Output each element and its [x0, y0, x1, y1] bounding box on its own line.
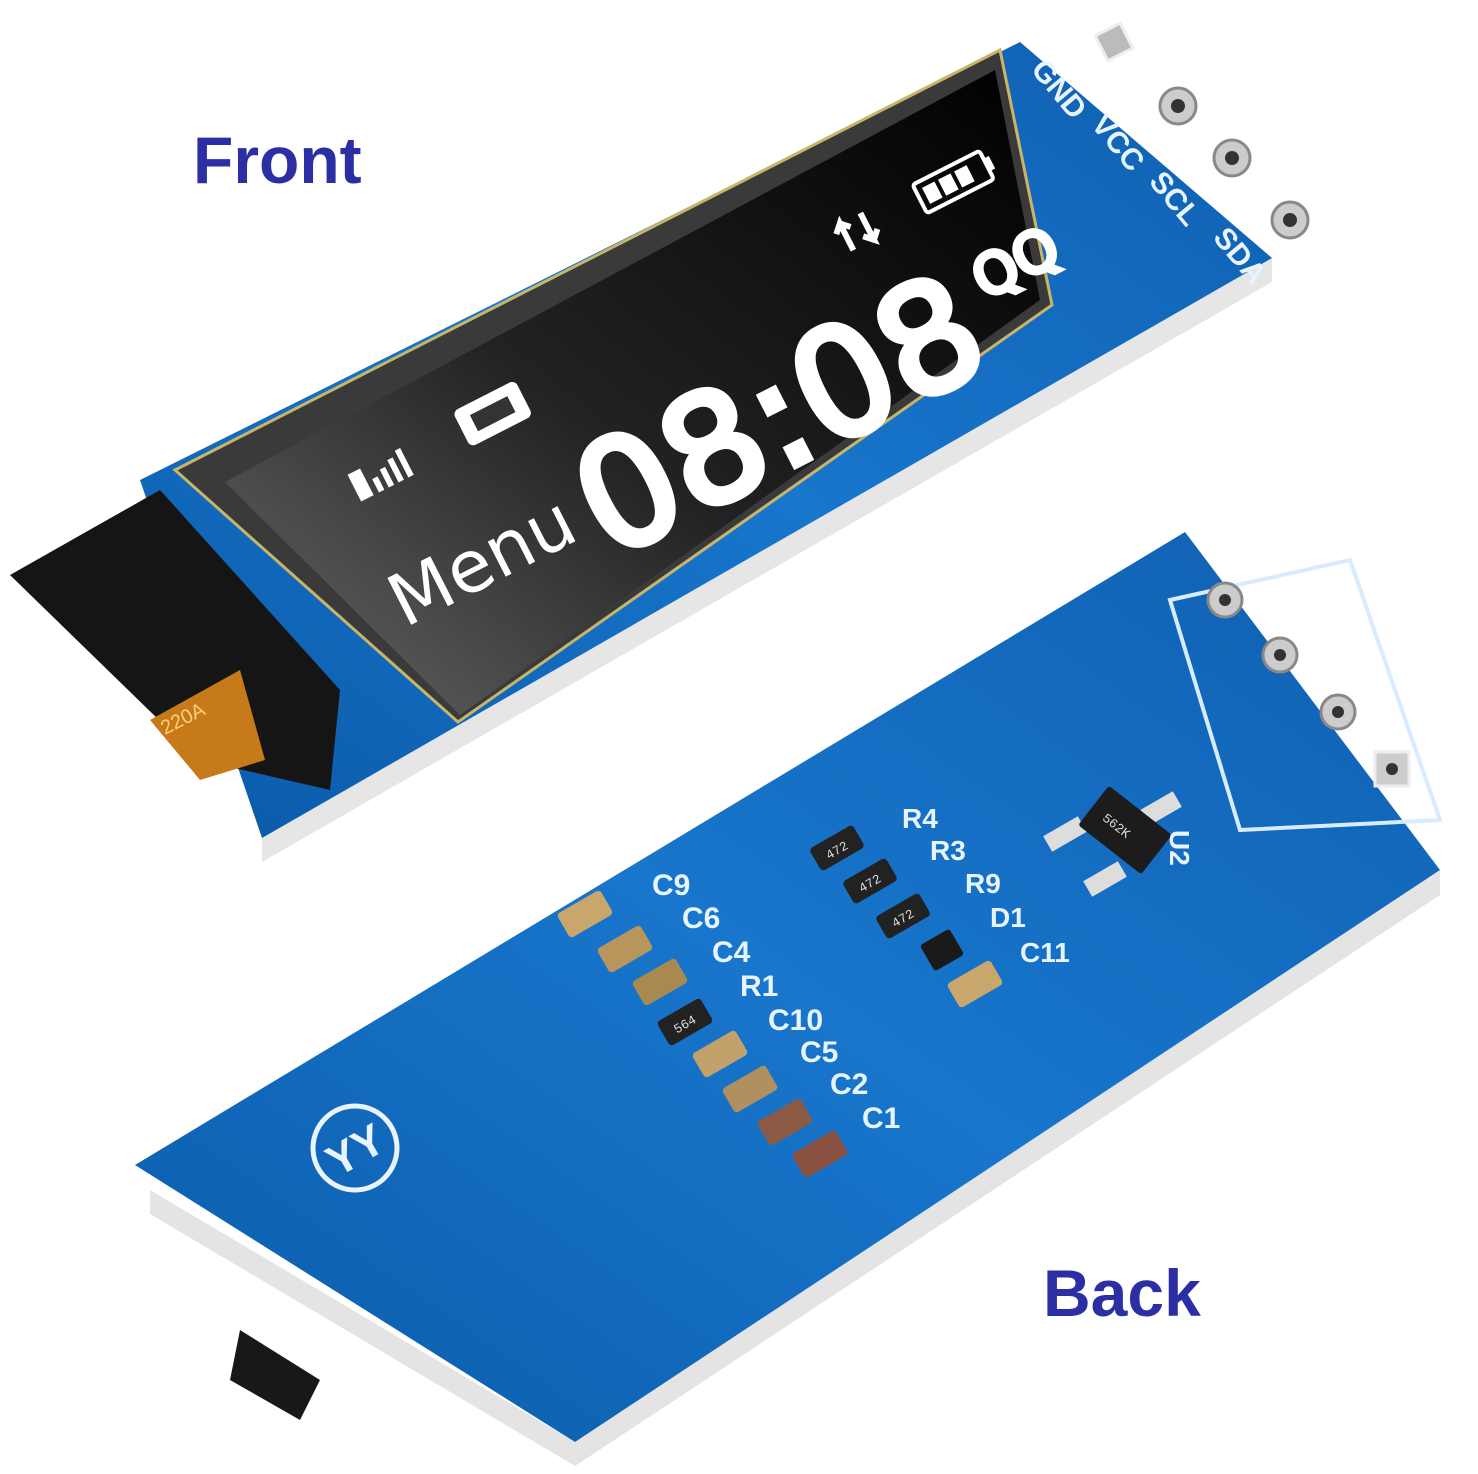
- flex-cable: [150, 670, 265, 780]
- label-r4: R4: [902, 803, 938, 834]
- mail-icon: [454, 381, 531, 446]
- display-flex-black: [10, 490, 340, 790]
- label-c10: C10: [768, 1004, 823, 1037]
- label-c1: C1: [862, 1102, 900, 1135]
- pin-header-front: [1093, 21, 1310, 240]
- label-c11: C11: [1020, 937, 1070, 968]
- pin-header-back: [1206, 581, 1411, 788]
- label-r1: R1: [740, 970, 778, 1003]
- component-column-left: 564: [557, 890, 848, 1178]
- transfer-arrows-icon: [833, 211, 881, 252]
- label-r3: R3: [930, 835, 966, 866]
- label-r9: R9: [965, 868, 1001, 899]
- label-d1: D1: [990, 902, 1026, 933]
- back-caption: Back: [1043, 1256, 1201, 1330]
- label-c5: C5: [800, 1036, 838, 1069]
- label-c4: C4: [712, 936, 751, 969]
- front-caption: Front: [193, 123, 362, 197]
- signal-icon: [347, 448, 414, 502]
- diode: [920, 929, 964, 971]
- u2-chip: 562K: [1043, 786, 1182, 897]
- label-c2: C2: [830, 1068, 868, 1101]
- front-board: 220A Menu 08:08 QQ GND VCC SCL SDA: [10, 21, 1310, 862]
- component-column-right: 472 472 472: [810, 825, 1003, 1008]
- label-u2: U2: [1164, 830, 1195, 866]
- back-board: YY 564 C9 C6 C4 R1 C10 C5 C2 C1 472 472: [135, 532, 1443, 1466]
- label-c9: C9: [652, 869, 690, 902]
- battery-icon: [911, 149, 996, 215]
- label-c6: C6: [682, 902, 720, 935]
